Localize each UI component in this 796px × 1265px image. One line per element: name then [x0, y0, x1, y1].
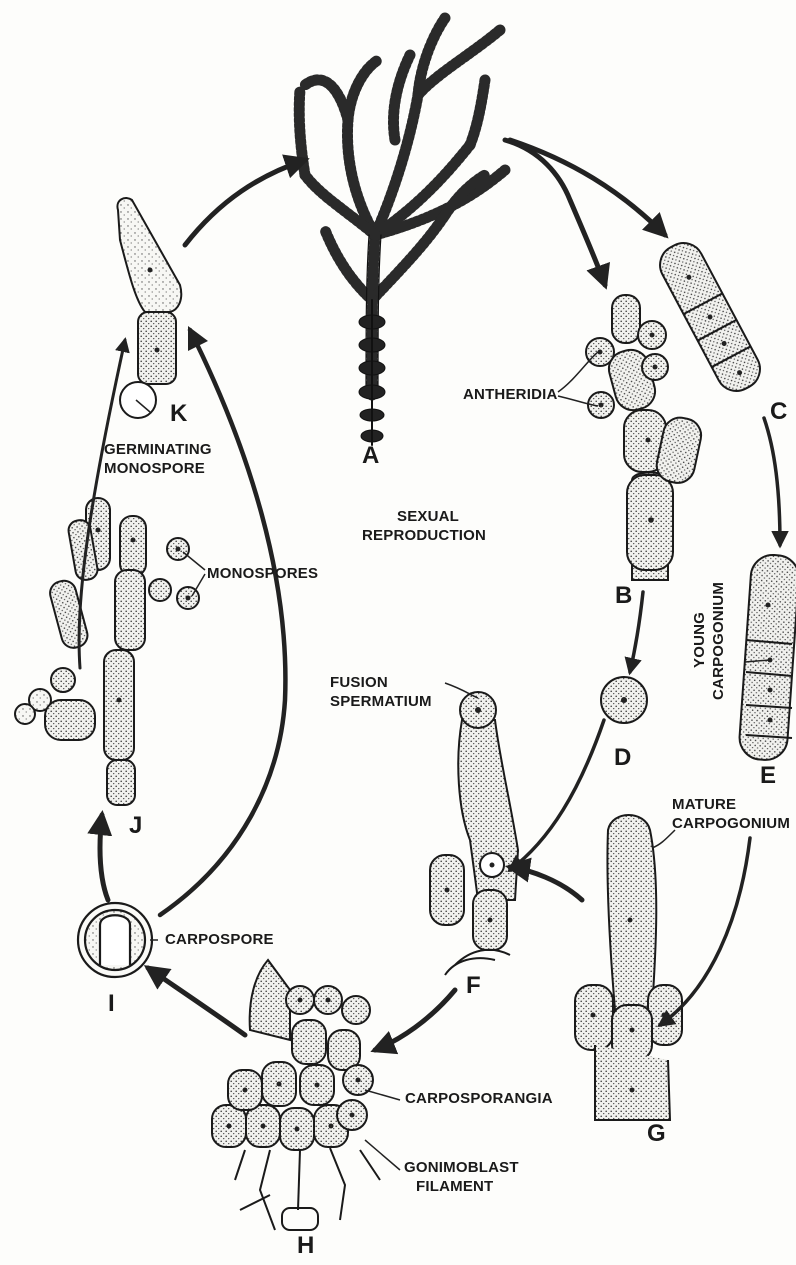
- stage-k-germinating-monospore: [117, 198, 181, 418]
- label-carposporangia: CARPOSPORANGIA: [405, 1090, 553, 1107]
- stage-j-monospore-filament: [15, 498, 199, 805]
- stage-g-mature-carpogonium: [575, 815, 682, 1120]
- stage-a-thallus: [299, 18, 505, 445]
- label-mature-line2: CARPOGONIUM: [672, 814, 790, 833]
- stage-f-fusion: [430, 692, 518, 975]
- label-sexual-line1: SEXUAL: [388, 507, 528, 526]
- stage-label-k: K: [170, 400, 187, 428]
- stage-label-i: I: [108, 990, 115, 1018]
- stage-i-carpospore: [78, 903, 152, 977]
- stage-label-c: C: [770, 398, 787, 426]
- label-carpospore: CARPOSPORE: [165, 931, 274, 948]
- stage-label-a: A: [362, 442, 379, 470]
- label-gonimoblast-filament: GONIMOBLAST FILAMENT: [404, 1158, 519, 1196]
- stage-label-d: D: [614, 744, 631, 772]
- label-gonimoblast-line1: GONIMOBLAST: [404, 1158, 519, 1177]
- label-sexual-line2: REPRODUCTION: [362, 526, 528, 545]
- stage-label-f: F: [466, 972, 481, 1000]
- stage-label-b: B: [615, 582, 632, 610]
- label-mature-carpogonium: MATURE CARPOGONIUM: [672, 795, 790, 833]
- label-young-line2: CARPOGONIUM: [709, 582, 728, 700]
- label-mature-line1: MATURE: [672, 795, 790, 814]
- stage-label-g: G: [647, 1120, 666, 1148]
- stage-h-gonimoblast: [212, 960, 380, 1230]
- stage-b-antheridia-filament: [586, 295, 704, 580]
- label-fusion-line2: SPERMATIUM: [330, 692, 432, 711]
- label-gonimoblast-line2: FILAMENT: [404, 1177, 519, 1196]
- label-fusion-spermatium: FUSION SPERMATIUM: [330, 673, 432, 711]
- label-fusion-line1: FUSION: [330, 673, 432, 692]
- stage-d-spermatium: [601, 677, 647, 723]
- label-germinating-line2: MONOSPORE: [104, 459, 212, 478]
- label-germinating-line1: GERMINATING: [104, 440, 212, 459]
- label-antheridia: ANTHERIDIA: [463, 386, 558, 403]
- label-monospores: MONOSPORES: [207, 565, 318, 582]
- stage-label-e: E: [760, 762, 776, 790]
- label-young-line1: YOUNG: [690, 582, 709, 700]
- label-germinating-monospore: GERMINATING MONOSPORE: [104, 440, 212, 478]
- stage-label-j: J: [129, 812, 142, 840]
- stage-label-h: H: [297, 1232, 314, 1260]
- stage-c-young-filament: [653, 236, 767, 398]
- stage-e-young-carpogonium: [738, 554, 796, 762]
- label-sexual-reproduction: SEXUAL REPRODUCTION: [388, 507, 528, 545]
- label-young-carpogonium: YOUNG CARPOGONIUM: [690, 582, 728, 700]
